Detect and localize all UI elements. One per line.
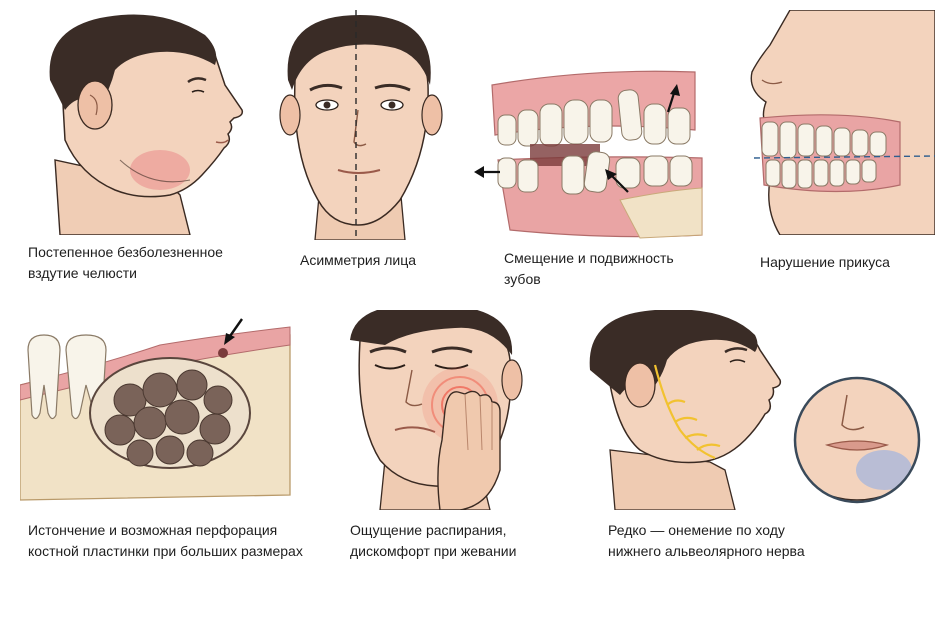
asymmetry-illustration: [279, 10, 443, 240]
numbness-profile-illustration: [589, 310, 782, 510]
caption-line: Нарушение прикуса: [760, 254, 890, 270]
caption-asymmetry: Асимметрия лица: [300, 250, 416, 271]
perforation-illustration: [20, 318, 291, 501]
caption-swelling: Постепенное безболезненное вздутие челюс…: [28, 242, 223, 284]
caption-line: Истончение и возможная перфорация: [28, 522, 278, 538]
caption-tooth-mobility: Смещение и подвижность зубов: [504, 248, 674, 290]
displacement-arrow-icon: [605, 169, 629, 193]
caption-line: вздутие челюсти: [28, 265, 137, 281]
caption-line: Асимметрия лица: [300, 252, 417, 268]
perforation-arrow-icon: [224, 318, 243, 345]
numbness-inset: [792, 375, 922, 505]
caption-line: дискомфорт при жевании: [350, 543, 517, 559]
panel-asymmetry: [270, 10, 450, 240]
panel-swelling: [20, 10, 250, 235]
numbness-chin-illustration: [793, 376, 921, 504]
caption-numbness: Редко — онемение по ходу нижнего альвеол…: [608, 520, 805, 562]
caption-perforation: Истончение и возможная перфорация костно…: [28, 520, 303, 562]
caption-pressure: Ощущение распирания, дискомфорт при жева…: [350, 520, 516, 562]
panel-tooth-mobility: [470, 60, 705, 240]
tooth-mobility-illustration: [474, 70, 703, 239]
caption-line: Редко — онемение по ходу: [608, 522, 785, 538]
caption-line: Ощущение распирания,: [350, 522, 507, 538]
panel-malocclusion: [740, 10, 935, 235]
displacement-arrow-icon: [666, 84, 680, 113]
caption-line: Постепенное безболезненное: [28, 244, 223, 260]
caption-malocclusion: Нарушение прикуса: [760, 252, 890, 273]
caption-line: нижнего альвеолярного нерва: [608, 543, 805, 559]
occlusal-line: [753, 155, 935, 159]
nerve-path: [653, 364, 721, 460]
swelling-illustration: [49, 14, 244, 235]
caption-line: костной пластинки при больших размерах: [28, 543, 303, 559]
caption-line: зубов: [504, 271, 541, 287]
displacement-arrow-icon: [474, 166, 500, 178]
pressure-illustration: [350, 310, 523, 510]
caption-line: Смещение и подвижность: [504, 250, 674, 266]
panel-numbness: [585, 310, 790, 510]
panel-pressure: [340, 310, 525, 510]
malocclusion-illustration: [750, 10, 935, 235]
panel-perforation: [20, 305, 295, 505]
numb-area: [856, 450, 912, 490]
